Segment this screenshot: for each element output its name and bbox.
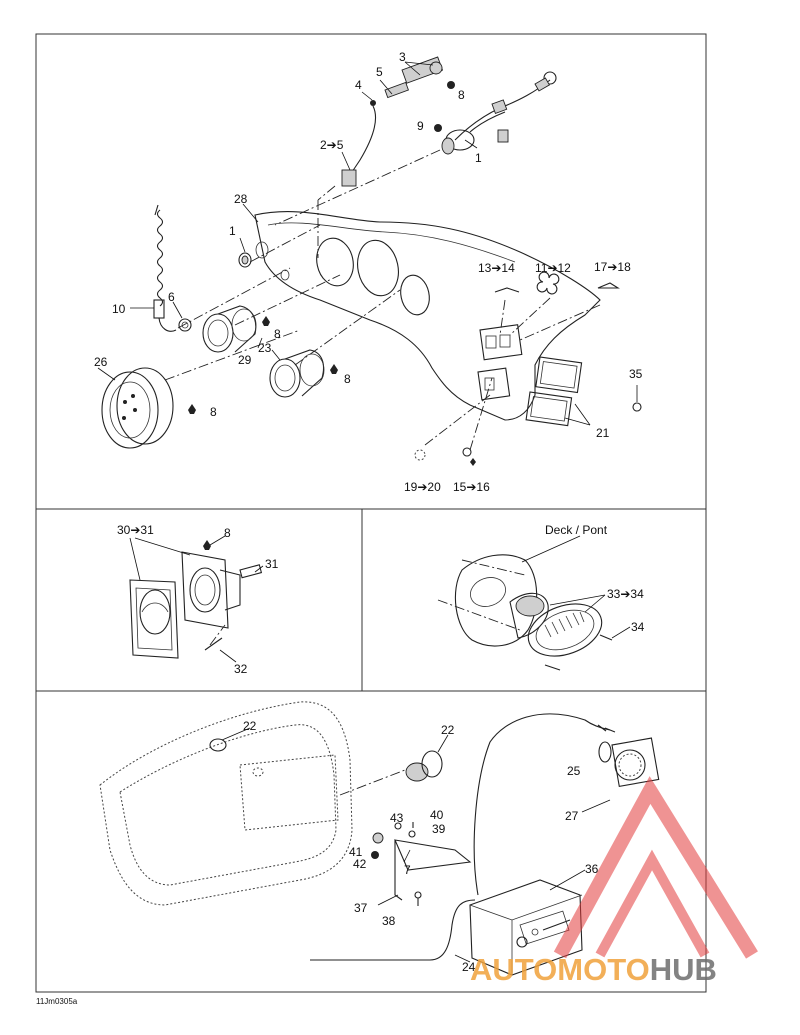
callout-25: 25 <box>567 764 581 778</box>
callout-28: 28 <box>234 192 248 206</box>
nuts-8 <box>188 316 338 414</box>
leaders-top <box>97 61 638 426</box>
callout-38: 38 <box>382 914 396 928</box>
document-code: 11Jm0305a <box>36 997 78 1006</box>
callout-37: 37 <box>354 901 368 915</box>
callout-36: 36 <box>585 862 599 876</box>
callout-8c: 8 <box>344 372 351 386</box>
callout-21: 21 <box>596 426 610 440</box>
callout-13-14: 13➔14 <box>478 261 515 275</box>
callout-35: 35 <box>629 367 643 381</box>
callout-2-5: 2➔5 <box>320 138 344 152</box>
callout-42: 42 <box>353 857 367 871</box>
callout-30-31: 30➔31 <box>117 523 154 537</box>
gauge-bezel-panel <box>129 535 264 663</box>
callout-29: 29 <box>238 353 252 367</box>
callout-4: 4 <box>355 78 362 92</box>
callout-34: 34 <box>631 620 645 634</box>
callout-31: 31 <box>265 557 279 571</box>
callout-8b: 8 <box>274 327 281 341</box>
callout-23: 23 <box>258 341 272 355</box>
switch-symbols <box>414 271 620 466</box>
callout-43: 43 <box>390 811 404 825</box>
decals-21 <box>525 356 642 427</box>
gauge-23 <box>269 349 325 398</box>
gauge-26 <box>101 367 174 449</box>
callout-41: 41 <box>349 845 363 859</box>
callout-27: 27 <box>565 809 579 823</box>
callout-15-16: 15➔16 <box>453 480 490 494</box>
callout-1b: 1 <box>229 224 236 238</box>
callout-3: 3 <box>399 50 406 64</box>
stereo-console <box>99 701 660 976</box>
callout-22a: 22 <box>243 719 257 733</box>
watermark-hub: HUB <box>649 952 717 987</box>
watermark-auto: AUTOMOTO <box>470 952 650 987</box>
speaker-mount-panel <box>437 535 631 671</box>
callout-19-20: 19➔20 <box>404 480 441 494</box>
coiled-cable <box>153 204 177 332</box>
watermark-logo: AUTOMOTOHUB <box>470 952 800 992</box>
callout-33-34: 33➔34 <box>607 587 644 601</box>
callout-8d: 8 <box>210 405 217 419</box>
callout-9: 9 <box>417 119 424 133</box>
callout-39: 39 <box>432 822 446 836</box>
callout-5: 5 <box>376 65 383 79</box>
callout-6: 6 <box>168 290 175 304</box>
watermark-logo-icon <box>553 776 758 959</box>
callout-26: 26 <box>94 355 108 369</box>
key-switch-parts <box>341 56 455 187</box>
callout-22b: 22 <box>441 723 455 737</box>
callout-labels: 3 5 4 8 9 2➔5 1 28 1 13➔14 11➔12 17➔18 6… <box>94 50 645 974</box>
callout-11-12: 11➔12 <box>535 261 571 275</box>
callout-8e: 8 <box>224 526 231 540</box>
callout-7: 7 <box>404 863 411 877</box>
assembly-lines <box>164 149 601 451</box>
deck-label: Deck / Pont <box>545 523 608 537</box>
diagram-frames <box>35 33 707 993</box>
callout-40: 40 <box>430 808 444 822</box>
callout-17-18: 17➔18 <box>594 260 631 274</box>
callout-24: 24 <box>462 960 476 974</box>
dashboard-console <box>254 211 601 421</box>
gauge-29 <box>178 305 257 353</box>
callout-1a: 1 <box>475 151 482 165</box>
callout-10: 10 <box>112 302 126 316</box>
callout-8a: 8 <box>458 88 465 102</box>
callout-32: 32 <box>234 662 248 676</box>
grommet-1 <box>238 252 252 268</box>
ignition-harness <box>441 71 557 155</box>
